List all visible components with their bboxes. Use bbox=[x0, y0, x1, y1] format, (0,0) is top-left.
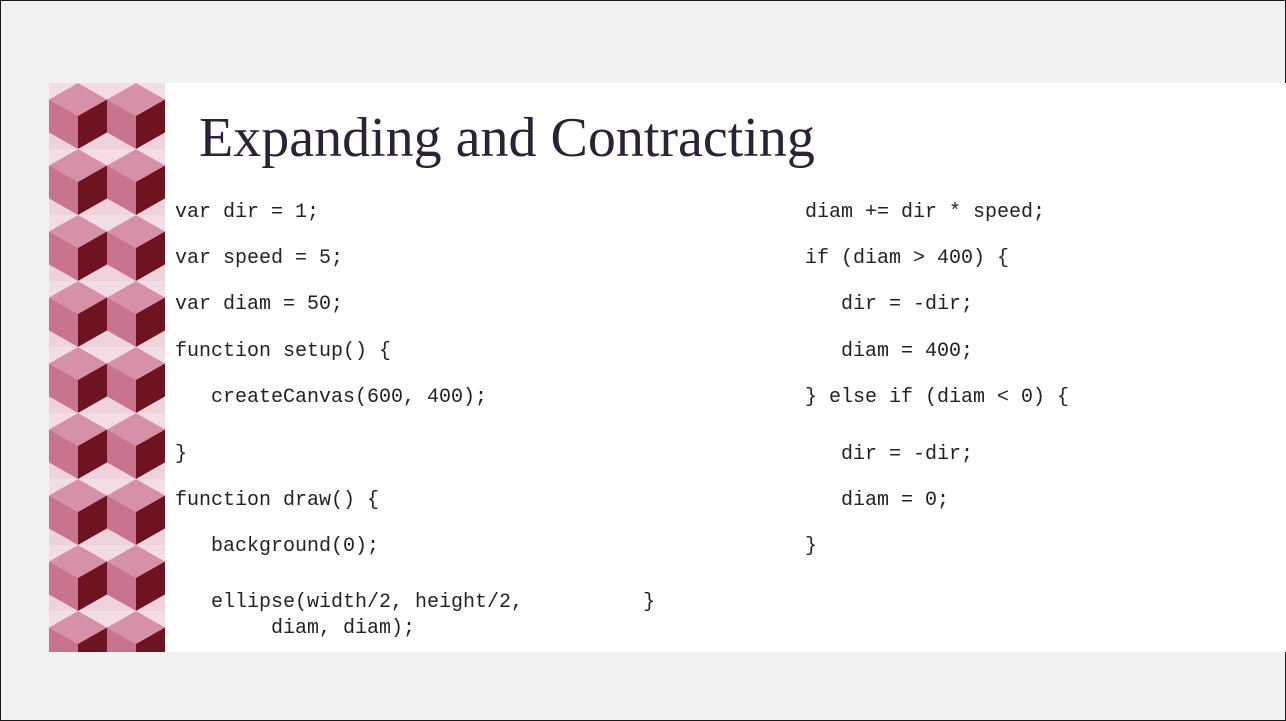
slide-title: Expanding and Contracting bbox=[199, 107, 815, 169]
code-line: } else if (diam < 0) { bbox=[805, 386, 1070, 409]
code-line: createCanvas(600, 400); bbox=[175, 386, 488, 409]
code-block-left: var dir = 1; var speed = 5; var diam = 5… bbox=[175, 83, 655, 640]
decorative-cube-pattern bbox=[49, 83, 165, 652]
code-line: } bbox=[175, 443, 188, 466]
code-block-right: diam += dir * speed; if (diam > 400) { d… bbox=[805, 83, 1069, 558]
code-line: function draw() { bbox=[175, 489, 380, 512]
code-line: diam, diam); bbox=[175, 617, 416, 640]
code-line: var diam = 50; bbox=[175, 293, 344, 316]
code-line: function setup() { bbox=[175, 340, 392, 363]
code-line: ellipse(width/2, height/2, } bbox=[175, 591, 656, 614]
code-line: dir = -dir; bbox=[805, 443, 974, 466]
code-line: } bbox=[805, 535, 818, 558]
code-line: var dir = 1; bbox=[175, 201, 320, 224]
code-line: dir = -dir; bbox=[805, 293, 974, 316]
code-line: diam = 400; bbox=[805, 340, 974, 363]
code-line: if (diam > 400) { bbox=[805, 247, 1010, 270]
code-line: background(0); bbox=[175, 535, 380, 558]
code-line: var speed = 5; bbox=[175, 247, 344, 270]
code-line: diam = 0; bbox=[805, 489, 950, 512]
code-line: diam += dir * speed; bbox=[805, 201, 1046, 224]
slide: Expanding and Contracting var dir = 1; v… bbox=[49, 83, 1286, 652]
